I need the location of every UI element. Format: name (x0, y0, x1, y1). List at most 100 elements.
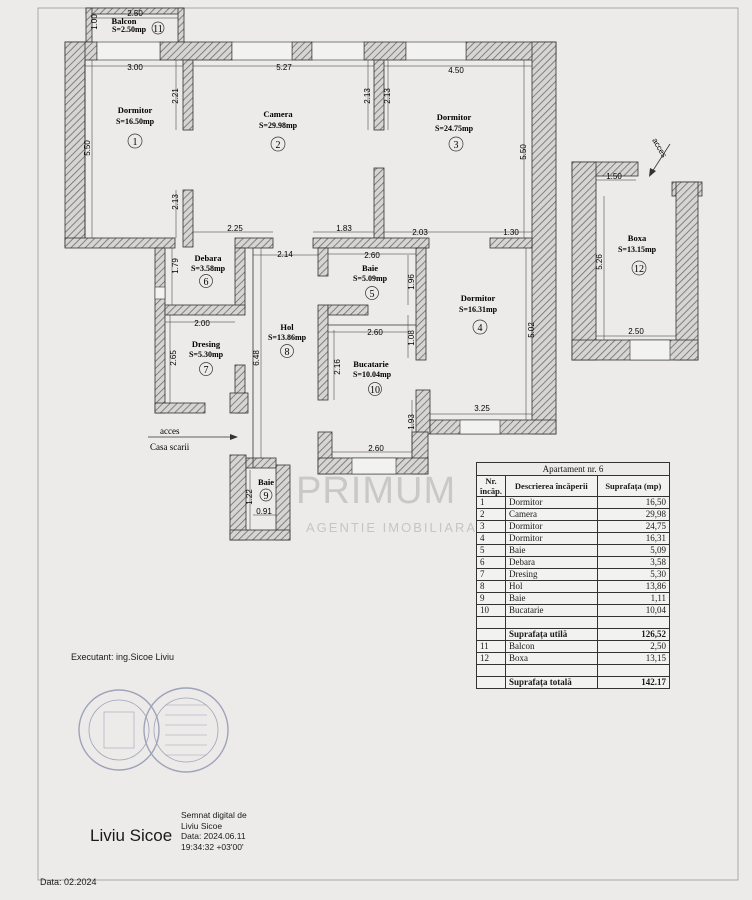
svg-text:S=5.09mp: S=5.09mp (353, 274, 388, 283)
cell-nr: 9 (476, 592, 506, 605)
svg-text:Dormitor: Dormitor (437, 112, 472, 122)
cell-area: 29,98 (596, 508, 671, 521)
room-labels: Dormitor S=16.50mp 1 Camera S=29.98mp 2 … (111, 16, 656, 502)
room-9: Baie 9 (258, 477, 274, 502)
svg-text:S=13.15mp: S=13.15mp (618, 245, 657, 254)
room-5: Baie S=5.09mp 5 (353, 263, 388, 300)
svg-text:4.50: 4.50 (448, 66, 464, 75)
access-arrow-left: acces Casa scarii (148, 426, 238, 452)
cell-nr: 5 (476, 544, 506, 557)
cell-area: 2,50 (596, 640, 671, 653)
cell-area: 10,04 (596, 604, 671, 617)
svg-text:Casa scarii: Casa scarii (150, 442, 190, 452)
svg-text:S=24.75mp: S=24.75mp (435, 124, 474, 133)
svg-text:2.13: 2.13 (171, 194, 180, 210)
access-arrow-box: acces (649, 137, 671, 177)
svg-text:3.00: 3.00 (127, 63, 143, 72)
svg-text:5.26: 5.26 (595, 254, 604, 270)
svg-text:11: 11 (153, 24, 163, 35)
cell-nr: 2 (476, 508, 506, 521)
room-6: Debara S=3.58mp 6 (191, 253, 226, 288)
svg-text:2.13: 2.13 (383, 88, 392, 104)
svg-text:9: 9 (264, 491, 269, 502)
cell-nr: 6 (476, 556, 506, 569)
svg-text:Baie: Baie (362, 263, 378, 273)
partition-lines (84, 60, 416, 468)
room-12: Boxa S=13.15mp 12 (618, 233, 657, 276)
svg-text:5.02: 5.02 (527, 322, 536, 338)
cell-area: 1,11 (596, 592, 671, 605)
cell-nr: 3 (476, 520, 506, 533)
cell-desc: Boxa (504, 652, 598, 665)
cell-desc: Bucatarie (504, 604, 598, 617)
cell-area: 24,75 (596, 520, 671, 533)
cell-nr: 4 (476, 532, 506, 545)
dimension-labels: 2.50 1.00 3.00 5.27 4.50 2.21 2.13 2.13 … (83, 9, 644, 516)
room-7: Dresing S=5.30mp 7 (189, 339, 224, 376)
svg-text:1.79: 1.79 (171, 258, 180, 274)
room-1: Dormitor S=16.50mp 1 (116, 105, 155, 149)
cell-area: 13,86 (596, 580, 671, 593)
svg-text:acces: acces (160, 426, 180, 436)
svg-text:4: 4 (478, 323, 483, 334)
svg-text:8: 8 (285, 347, 290, 358)
svg-text:Debara: Debara (195, 253, 223, 263)
cell-area: 5,30 (596, 568, 671, 581)
util-row: Suprafața utilă 126,52 (476, 628, 671, 641)
svg-text:2.16: 2.16 (333, 359, 342, 375)
executant-text: Executant: ing.Sicoe Liviu (71, 652, 175, 662)
svg-text:Dormitor: Dormitor (118, 105, 153, 115)
svg-text:5.50: 5.50 (519, 144, 528, 160)
svg-text:6.48: 6.48 (252, 350, 261, 366)
signature-line: Data: 2024.06.11 (181, 831, 246, 841)
cell-nr: 12 (476, 652, 506, 665)
svg-text:S=16.31mp: S=16.31mp (459, 305, 498, 314)
cell-desc: Dresing (504, 568, 598, 581)
svg-text:6: 6 (204, 277, 209, 288)
svg-text:0.91: 0.91 (256, 507, 272, 516)
svg-text:S=13.86mp: S=13.86mp (268, 333, 307, 342)
svg-text:2.60: 2.60 (367, 328, 383, 337)
svg-text:1.50: 1.50 (606, 172, 622, 181)
engineer-stamps (78, 687, 229, 773)
svg-text:S=16.50mp: S=16.50mp (116, 117, 155, 126)
svg-text:S=10.04mp: S=10.04mp (353, 370, 392, 379)
cell-desc: Dormitor (504, 520, 598, 533)
svg-text:Bucatarie: Bucatarie (353, 359, 389, 369)
header-area: Suprafața (mp) (596, 475, 671, 497)
svg-text:2.14: 2.14 (277, 250, 293, 259)
cell-area: 13,15 (596, 652, 671, 665)
room-10: Bucatarie S=10.04mp 10 (353, 359, 392, 396)
header-desc: Descrierea încăperii (504, 475, 598, 497)
cell-nr: 1 (476, 496, 506, 509)
svg-text:2.13: 2.13 (363, 88, 372, 104)
room-3: Dormitor S=24.75mp 3 (435, 112, 474, 152)
cell-area: 3,58 (596, 556, 671, 569)
svg-text:2.03: 2.03 (412, 228, 428, 237)
cell-nr: 10 (476, 604, 506, 617)
svg-text:3.25: 3.25 (474, 404, 490, 413)
svg-text:S=29.98mp: S=29.98mp (259, 121, 298, 130)
svg-text:Balcon: Balcon (111, 16, 136, 26)
cell-nr: 7 (476, 568, 506, 581)
table-title: Apartament nr. 6 (476, 462, 670, 475)
signer-name: Liviu Sicoe (90, 826, 173, 845)
svg-text:1.83: 1.83 (336, 224, 352, 233)
svg-text:2.65: 2.65 (169, 350, 178, 366)
svg-text:5.27: 5.27 (276, 63, 292, 72)
total-label: Suprafața totală (504, 676, 598, 689)
svg-text:1.30: 1.30 (503, 228, 519, 237)
svg-text:Baie: Baie (258, 477, 274, 487)
room-8: Hol S=13.86mp 8 (268, 322, 307, 358)
cell-nr: 8 (476, 580, 506, 593)
